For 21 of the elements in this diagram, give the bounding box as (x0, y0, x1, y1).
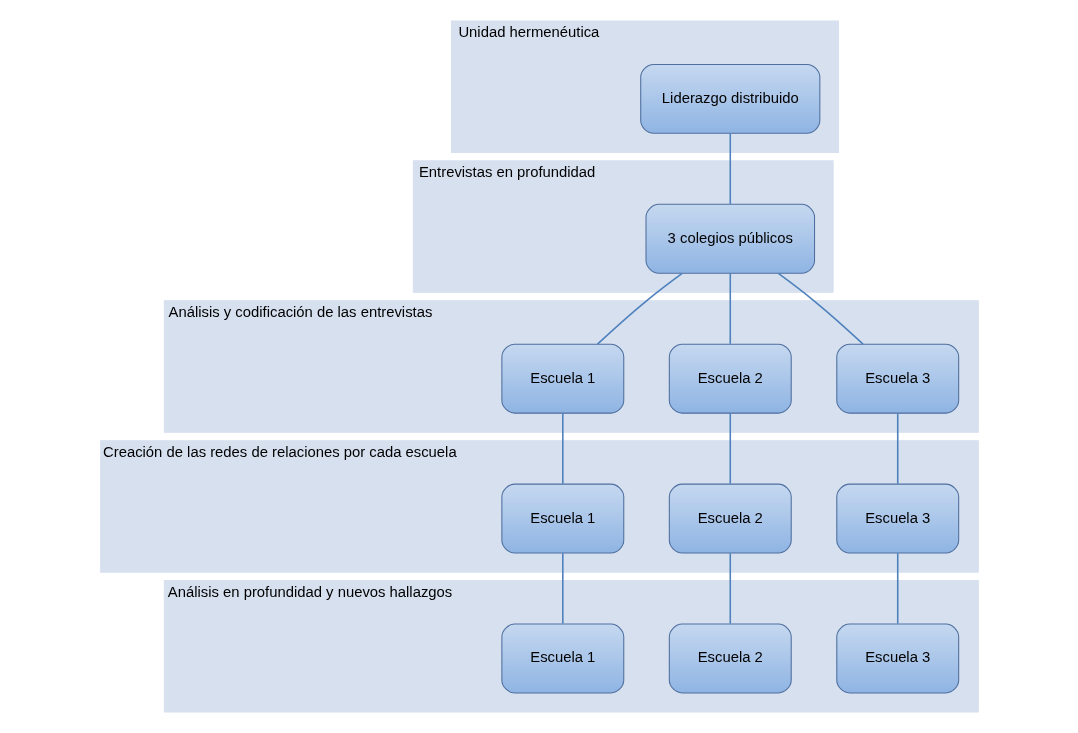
connector (561, 552, 564, 625)
node-box: Escuela 2 (668, 623, 792, 694)
connector (561, 412, 564, 485)
node-box: Escuela 3 (835, 343, 959, 414)
connector (728, 552, 731, 625)
connector (728, 132, 731, 205)
connector (728, 272, 731, 345)
connector (896, 552, 899, 625)
node-box: Escuela 3 (835, 483, 959, 554)
connector (728, 412, 731, 485)
connector (596, 272, 683, 345)
connector (777, 272, 864, 345)
node-box: 3 colegios públicos (645, 203, 815, 274)
connector (896, 412, 899, 485)
node-box: Escuela 1 (500, 343, 624, 414)
node-box: Escuela 2 (668, 483, 792, 554)
node-box: Escuela 3 (835, 623, 959, 694)
node-box: Escuela 1 (500, 623, 624, 694)
node-box: Escuela 2 (668, 343, 792, 414)
node-box: Escuela 1 (500, 483, 624, 554)
node-box: Liderazgo distribuido (639, 63, 820, 134)
